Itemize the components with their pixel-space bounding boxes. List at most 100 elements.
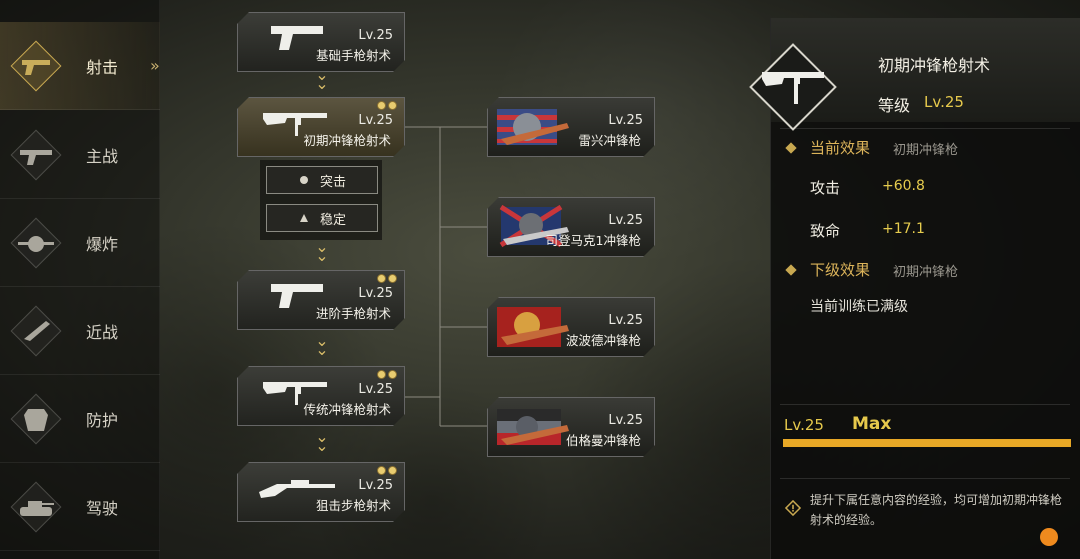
card-name: 进阶手枪射术 — [315, 306, 391, 321]
card-level: Lv.25 — [358, 113, 393, 128]
stability-icon — [299, 214, 308, 222]
star-dots — [377, 466, 397, 475]
next-effect-sub: 初期冲锋枪 — [893, 265, 959, 280]
chevron-down-icon: ⌄⌄ — [315, 237, 329, 265]
smg-icon — [263, 113, 327, 136]
bergmann-smg-icon — [497, 409, 569, 445]
sidebar-label: 主战 — [86, 146, 119, 166]
sidebar-label: 爆炸 — [86, 234, 119, 254]
card-level: Lv.25 — [358, 286, 393, 301]
weapon-card-sten[interactable]: Lv.25 司登马克1冲锋枪 — [487, 197, 655, 257]
chevron-down-icon: ⌄⌄ — [315, 331, 329, 359]
card-name: 狙击步枪射术 — [315, 498, 391, 513]
sten-smg-icon — [499, 205, 569, 248]
sidebar-label: 驾驶 — [86, 498, 119, 518]
sidebar-item-shooting[interactable]: 射击 — [0, 22, 160, 110]
assault-icon — [299, 176, 308, 184]
sidebar-item-driving[interactable]: 驾驶 — [0, 463, 160, 551]
star-dots — [377, 101, 397, 110]
panel-header — [771, 18, 1080, 122]
knife-icon — [24, 320, 50, 341]
card-name: 基础手枪射术 — [315, 48, 391, 63]
skill-card-traditional-smg[interactable]: Lv.25 传统冲锋枪射术 — [237, 366, 405, 426]
pistol-icon — [271, 284, 323, 308]
skill-emblem — [749, 43, 837, 131]
smg-icon — [263, 382, 327, 405]
category-sidebar: 射击 » 主战 爆炸 近战 防护 驾驶 — [0, 0, 160, 559]
pps-smg-icon — [497, 307, 569, 347]
card-name: 伯格曼冲锋枪 — [565, 433, 641, 448]
progress-fill — [783, 439, 1071, 447]
card-level: Lv.25 — [608, 213, 643, 228]
reising-smg-icon — [497, 109, 569, 145]
sidebar-item-main[interactable]: 主战 — [0, 111, 160, 199]
tank-icon — [20, 500, 54, 516]
branch-label: 突击 — [319, 174, 346, 190]
divider — [780, 128, 1070, 129]
stat-value: +60.8 — [882, 178, 925, 194]
sidebar-label: 近战 — [86, 322, 119, 342]
weapon-card-reising[interactable]: Lv.25 雷兴冲锋枪 — [487, 97, 655, 157]
branch-assault-button[interactable]: 突击 — [266, 166, 378, 194]
weapon-card-pps[interactable]: Lv.25 波波德冲锋枪 — [487, 297, 655, 357]
card-name: 传统冲锋枪射术 — [303, 402, 391, 417]
progress-bar — [783, 439, 1071, 447]
sidebar-item-melee[interactable]: 近战 — [0, 287, 160, 375]
skill-card-early-smg[interactable]: Lv.25 初期冲锋枪射术 — [237, 97, 405, 157]
chevron-down-icon: ⌄⌄ — [315, 65, 329, 93]
sidebar-item-explosive[interactable]: 爆炸 — [0, 199, 160, 287]
max-level-note: 当前训练已满级 — [810, 299, 908, 315]
star-dots — [377, 274, 397, 283]
rifle-icon — [20, 149, 52, 165]
armor-icon — [24, 408, 48, 431]
detail-level-label: 等级 — [878, 96, 911, 115]
sidebar-item-armor[interactable]: 防护 — [0, 375, 160, 463]
sniper-rifle-icon — [259, 480, 335, 498]
detail-level-value: Lv.25 — [924, 93, 964, 111]
card-background — [237, 12, 405, 72]
stat-label: 攻击 — [810, 179, 841, 197]
sidebar-label: 防护 — [86, 410, 119, 430]
explosive-icon — [18, 235, 54, 252]
skill-card-basic-pistol[interactable]: Lv.25 基础手枪射术 — [237, 12, 405, 72]
progress-status: Max — [852, 414, 892, 434]
current-effect-sub: 初期冲锋枪 — [893, 143, 959, 158]
star-dots — [377, 370, 397, 379]
skill-card-advanced-pistol[interactable]: Lv.25 进阶手枪射术 — [237, 270, 405, 330]
card-level: Lv.25 — [358, 478, 393, 493]
sidebar-label: 射击 — [86, 57, 119, 77]
card-level: Lv.25 — [358, 28, 393, 43]
pistol-icon — [22, 59, 50, 75]
stat-value: +17.1 — [882, 221, 925, 237]
card-name: 司登马克1冲锋枪 — [545, 233, 641, 248]
divider — [780, 478, 1070, 479]
card-level: Lv.25 — [608, 113, 643, 128]
notification-dot[interactable] — [1040, 528, 1058, 546]
card-name: 初期冲锋枪射术 — [303, 133, 391, 148]
smg-icon — [762, 72, 824, 104]
branch-label: 稳定 — [319, 212, 346, 228]
info-icon — [785, 500, 801, 516]
card-background — [237, 97, 405, 157]
chevron-right-icon: » — [150, 56, 160, 75]
branch-panel: 突击 稳定 — [260, 160, 382, 240]
card-name: 雷兴冲锋枪 — [578, 133, 641, 148]
weapon-card-bergmann[interactable]: Lv.25 伯格曼冲锋枪 — [487, 397, 655, 457]
next-effect-heading: 下级效果 — [810, 261, 871, 279]
hint-text: 提升下属任意内容的经验，均可增加初期冲锋枪射术的经验。 — [810, 493, 1063, 527]
detail-title: 初期冲锋枪射术 — [878, 56, 991, 75]
card-level: Lv.25 — [608, 313, 643, 328]
progress-level: Lv.25 — [784, 416, 824, 434]
skill-detail-panel — [770, 18, 1080, 559]
card-level: Lv.25 — [608, 413, 643, 428]
divider — [780, 404, 1070, 405]
card-level: Lv.25 — [358, 382, 393, 397]
skill-card-sniper-rifle[interactable]: Lv.25 狙击步枪射术 — [237, 462, 405, 522]
card-name: 波波德冲锋枪 — [565, 333, 641, 348]
current-effect-heading: 当前效果 — [810, 139, 871, 157]
chevron-down-icon: ⌄⌄ — [315, 427, 329, 455]
pistol-icon — [271, 26, 323, 50]
branch-stability-button[interactable]: 稳定 — [266, 204, 378, 232]
stat-label: 致命 — [810, 222, 841, 240]
